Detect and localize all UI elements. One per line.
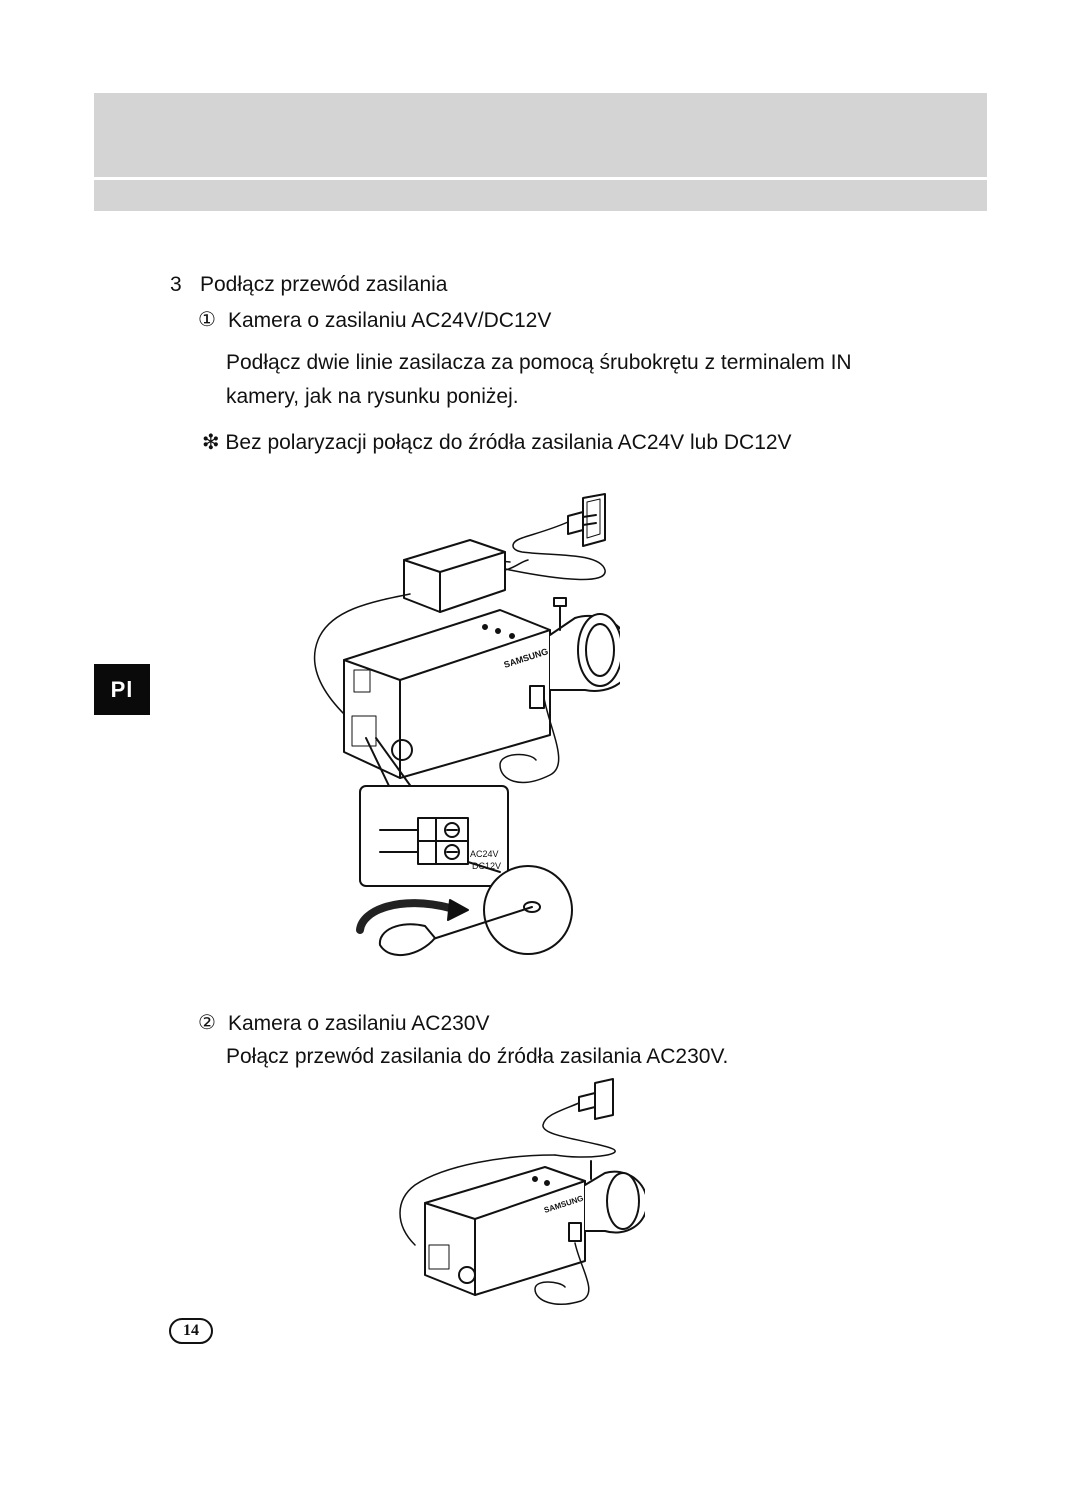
camera-wiring-illustration: SAMSUNG AC24V DC12V	[313, 493, 620, 957]
screwdriver-icon	[356, 861, 573, 957]
wall-outlet-icon	[497, 493, 606, 581]
option1-body: Podłącz dwie linie zasilacza za pomocą ś…	[226, 351, 852, 408]
header-divider	[94, 177, 987, 180]
polarity-note: ❇ Bez polaryzacji połącz do źródła zasil…	[202, 431, 792, 454]
header-band	[94, 93, 987, 211]
camera-ac230v-illustration: SAMSUNG	[399, 1078, 645, 1305]
camera-body-icon: SAMSUNG	[343, 597, 620, 784]
wall-outlet-icon	[399, 1078, 616, 1246]
svg-text:DC12V: DC12V	[472, 861, 501, 871]
option2-title: Kamera o zasilaniu AC230V	[228, 1012, 490, 1035]
terminal-detail-icon: AC24V DC12V	[359, 785, 509, 887]
power-adapter-icon	[313, 539, 529, 739]
option1-marker: ①	[198, 309, 216, 331]
page-number: 14	[169, 1318, 213, 1344]
option1-title: Kamera o zasilaniu AC24V/DC12V	[228, 309, 552, 332]
svg-text:AC24V: AC24V	[470, 849, 499, 859]
step-number: 3	[170, 273, 182, 296]
camera-body-icon: SAMSUNG	[424, 1160, 645, 1305]
language-tab: Pl	[94, 664, 150, 715]
option2-body: Połącz przewód zasilania do źródła zasil…	[226, 1045, 729, 1068]
option2-marker: ②	[198, 1012, 216, 1034]
step-title: Podłącz przewód zasilania	[200, 273, 448, 296]
